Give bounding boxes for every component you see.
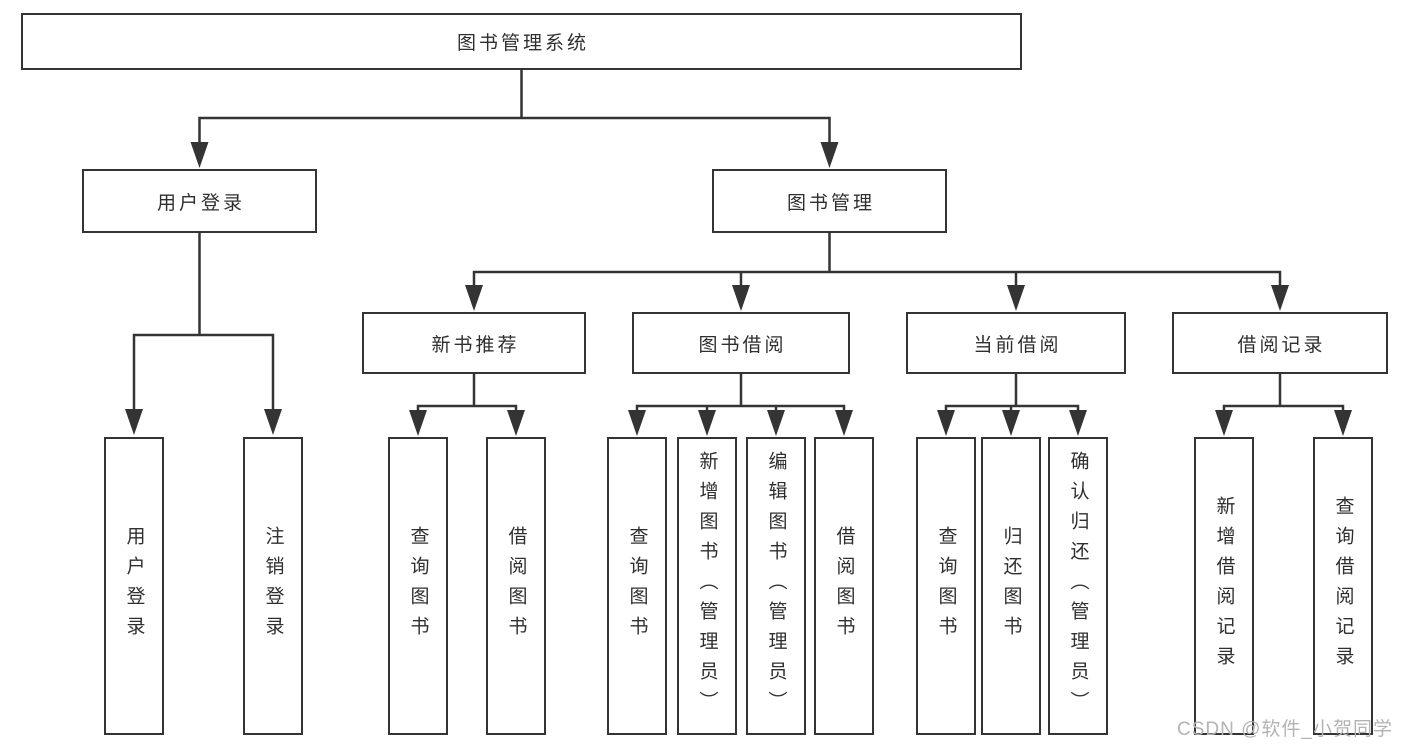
node-book-borrow: 图书借阅 — [632, 312, 850, 374]
leaf-user-login: 用户登录 — [104, 437, 164, 735]
leaf-add-borrow-record: 新增借阅记录 — [1194, 437, 1254, 735]
arrowhead — [732, 285, 750, 311]
csdn-watermark: CSDN @软件_小贺同学 — [1177, 719, 1393, 740]
arrowhead — [628, 410, 646, 436]
leaf-query-books-current: 查询图书 — [916, 437, 976, 735]
connector-book-borrow-subtree — [628, 374, 853, 436]
leaf-query-books-recommend: 查询图书 — [388, 437, 448, 735]
leaf-edit-books-admin: 编辑图书（管理员） — [746, 437, 806, 735]
arrowhead — [937, 410, 955, 436]
connector-new-book-recommend-subtree — [409, 374, 525, 436]
arrowhead — [190, 142, 209, 168]
arrowhead — [1007, 285, 1025, 311]
arrowhead — [1069, 410, 1087, 436]
arrowhead — [1334, 410, 1352, 436]
connector-borrow-records-subtree — [1215, 374, 1352, 436]
arrowhead — [820, 142, 839, 168]
leaf-label: 新增借阅记录 — [1213, 496, 1235, 676]
node-root-book-management-system: 图书管理系统 — [21, 13, 1022, 70]
leaf-label: 查询图书 — [626, 526, 648, 646]
leaf-label: 借阅图书 — [833, 526, 855, 646]
node-current-borrow: 当前借阅 — [906, 312, 1126, 374]
arrowhead — [698, 410, 716, 436]
leaf-label: 确认归还（管理员） — [1067, 451, 1089, 721]
leaf-query-books-borrow: 查询图书 — [607, 437, 667, 735]
leaf-confirm-return-admin: 确认归还（管理员） — [1048, 437, 1108, 735]
arrowhead — [767, 410, 785, 436]
connector-root-to-level2 — [190, 70, 839, 168]
leaf-label: 查询图书 — [935, 526, 957, 646]
arrowhead — [1002, 410, 1020, 436]
arrowhead — [125, 409, 143, 435]
leaf-label: 注销登录 — [262, 526, 284, 646]
connector-book-management-to-level3 — [465, 233, 1289, 311]
leaf-logout: 注销登录 — [243, 437, 303, 735]
arrowhead — [1271, 285, 1289, 311]
arrowhead — [835, 410, 853, 436]
node-book-management: 图书管理 — [712, 169, 947, 233]
node-user-login: 用户登录 — [82, 169, 317, 233]
connector-current-borrow-subtree — [937, 374, 1087, 436]
leaf-label: 借阅图书 — [505, 526, 527, 646]
leaf-add-books-admin: 新增图书（管理员） — [677, 437, 737, 735]
leaf-label: 新增图书（管理员） — [696, 451, 718, 721]
arrowhead — [1215, 410, 1233, 436]
leaf-borrow-books-recommend: 借阅图书 — [486, 437, 546, 735]
node-borrow-records: 借阅记录 — [1172, 312, 1388, 374]
arrowhead — [409, 410, 427, 436]
arrowhead — [264, 409, 282, 435]
leaf-label: 用户登录 — [123, 526, 145, 646]
node-new-book-recommend: 新书推荐 — [362, 312, 586, 374]
leaf-borrow-books: 借阅图书 — [814, 437, 874, 735]
arrowhead — [465, 285, 483, 311]
leaf-label: 查询借阅记录 — [1332, 496, 1354, 676]
arrowhead — [507, 410, 525, 436]
leaf-query-borrow-record: 查询借阅记录 — [1313, 437, 1373, 735]
leaf-label: 查询图书 — [407, 526, 429, 646]
leaf-label: 归还图书 — [1000, 526, 1022, 646]
leaf-return-books: 归还图书 — [981, 437, 1041, 735]
leaf-label: 编辑图书（管理员） — [765, 451, 787, 721]
connector-user-login-subtree — [125, 233, 282, 435]
